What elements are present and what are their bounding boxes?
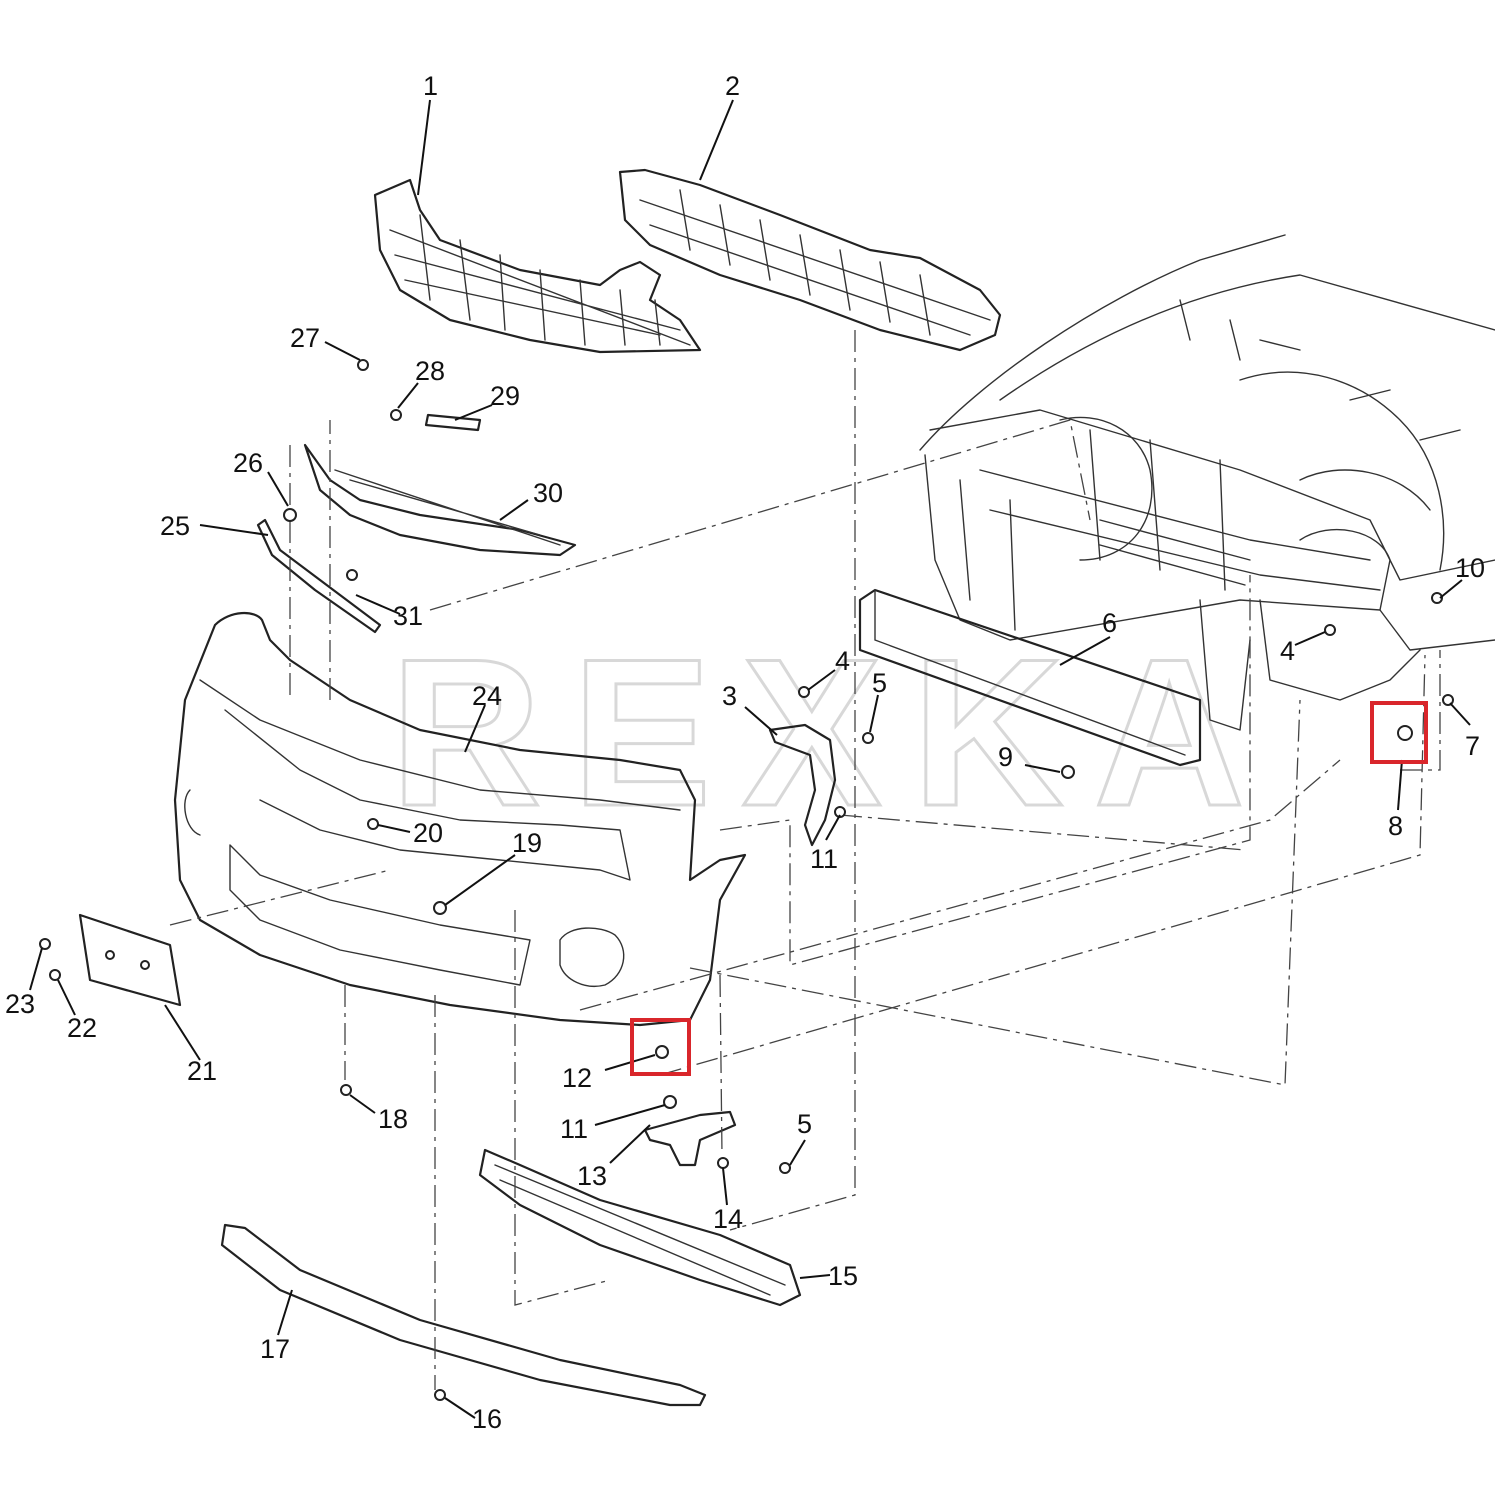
highlight-box-part-12 (630, 1018, 691, 1076)
callout-26: 26 (233, 448, 263, 478)
callout-27: 27 (290, 323, 320, 353)
callout-11b: 11 (560, 1114, 588, 1144)
callout-6: 6 (1102, 608, 1117, 638)
callout-labels: 1 2 27 28 29 26 30 25 31 24 3 4 5 6 9 11… (5, 71, 1485, 1434)
callout-11a: 11 (810, 844, 838, 874)
callout-4b: 4 (1280, 636, 1295, 666)
part-17-air-deflector (220, 1223, 707, 1407)
callout-16: 16 (472, 1404, 502, 1434)
callout-1: 1 (423, 71, 438, 101)
callout-17: 17 (260, 1334, 290, 1364)
part-30-fascia-support (303, 443, 577, 557)
callout-19: 19 (512, 828, 542, 858)
callout-25: 25 (160, 511, 190, 541)
vehicle-front-structure (919, 234, 1495, 731)
callout-21: 21 (187, 1056, 217, 1086)
callout-4a: 4 (835, 646, 850, 676)
callout-22: 22 (67, 1013, 97, 1043)
watermark: REXKA (390, 615, 1275, 850)
part-15-lower-grille (478, 1148, 802, 1307)
callout-23: 23 (5, 989, 35, 1019)
callout-5a: 5 (872, 668, 887, 698)
callout-14: 14 (713, 1204, 743, 1234)
callout-31: 31 (393, 601, 423, 631)
callout-24: 24 (472, 681, 502, 711)
part-6-impact-bar (858, 588, 1202, 767)
callout-7: 7 (1465, 731, 1480, 761)
part-13-lower-bracket (643, 1110, 737, 1167)
callout-30: 30 (533, 478, 563, 508)
callout-29: 29 (490, 381, 520, 411)
callout-12: 12 (562, 1063, 592, 1093)
part-3-bracket (768, 723, 837, 847)
callout-28: 28 (415, 356, 445, 386)
leader-lines (29, 99, 1471, 1419)
callout-20: 20 (413, 818, 443, 848)
part-21-license-bracket (78, 913, 182, 1007)
callout-3: 3 (722, 681, 737, 711)
part-2-energy-absorber (618, 168, 1002, 352)
callout-2: 2 (725, 71, 740, 101)
callout-8: 8 (1388, 811, 1403, 841)
callout-13: 13 (577, 1161, 607, 1191)
fasteners (39, 359, 1454, 1401)
part-29-label (424, 413, 482, 432)
part-24-front-fascia (173, 612, 747, 1027)
callout-18: 18 (378, 1104, 408, 1134)
part-1-upper-grille-frame (373, 178, 702, 354)
callout-9: 9 (998, 742, 1013, 772)
part-25-molding (256, 518, 382, 634)
highlight-box-part-8 (1370, 701, 1428, 764)
callout-15: 15 (828, 1261, 858, 1291)
callout-10: 10 (1455, 553, 1485, 583)
callout-5b: 5 (797, 1109, 812, 1139)
alignment-lines (169, 330, 1441, 1390)
